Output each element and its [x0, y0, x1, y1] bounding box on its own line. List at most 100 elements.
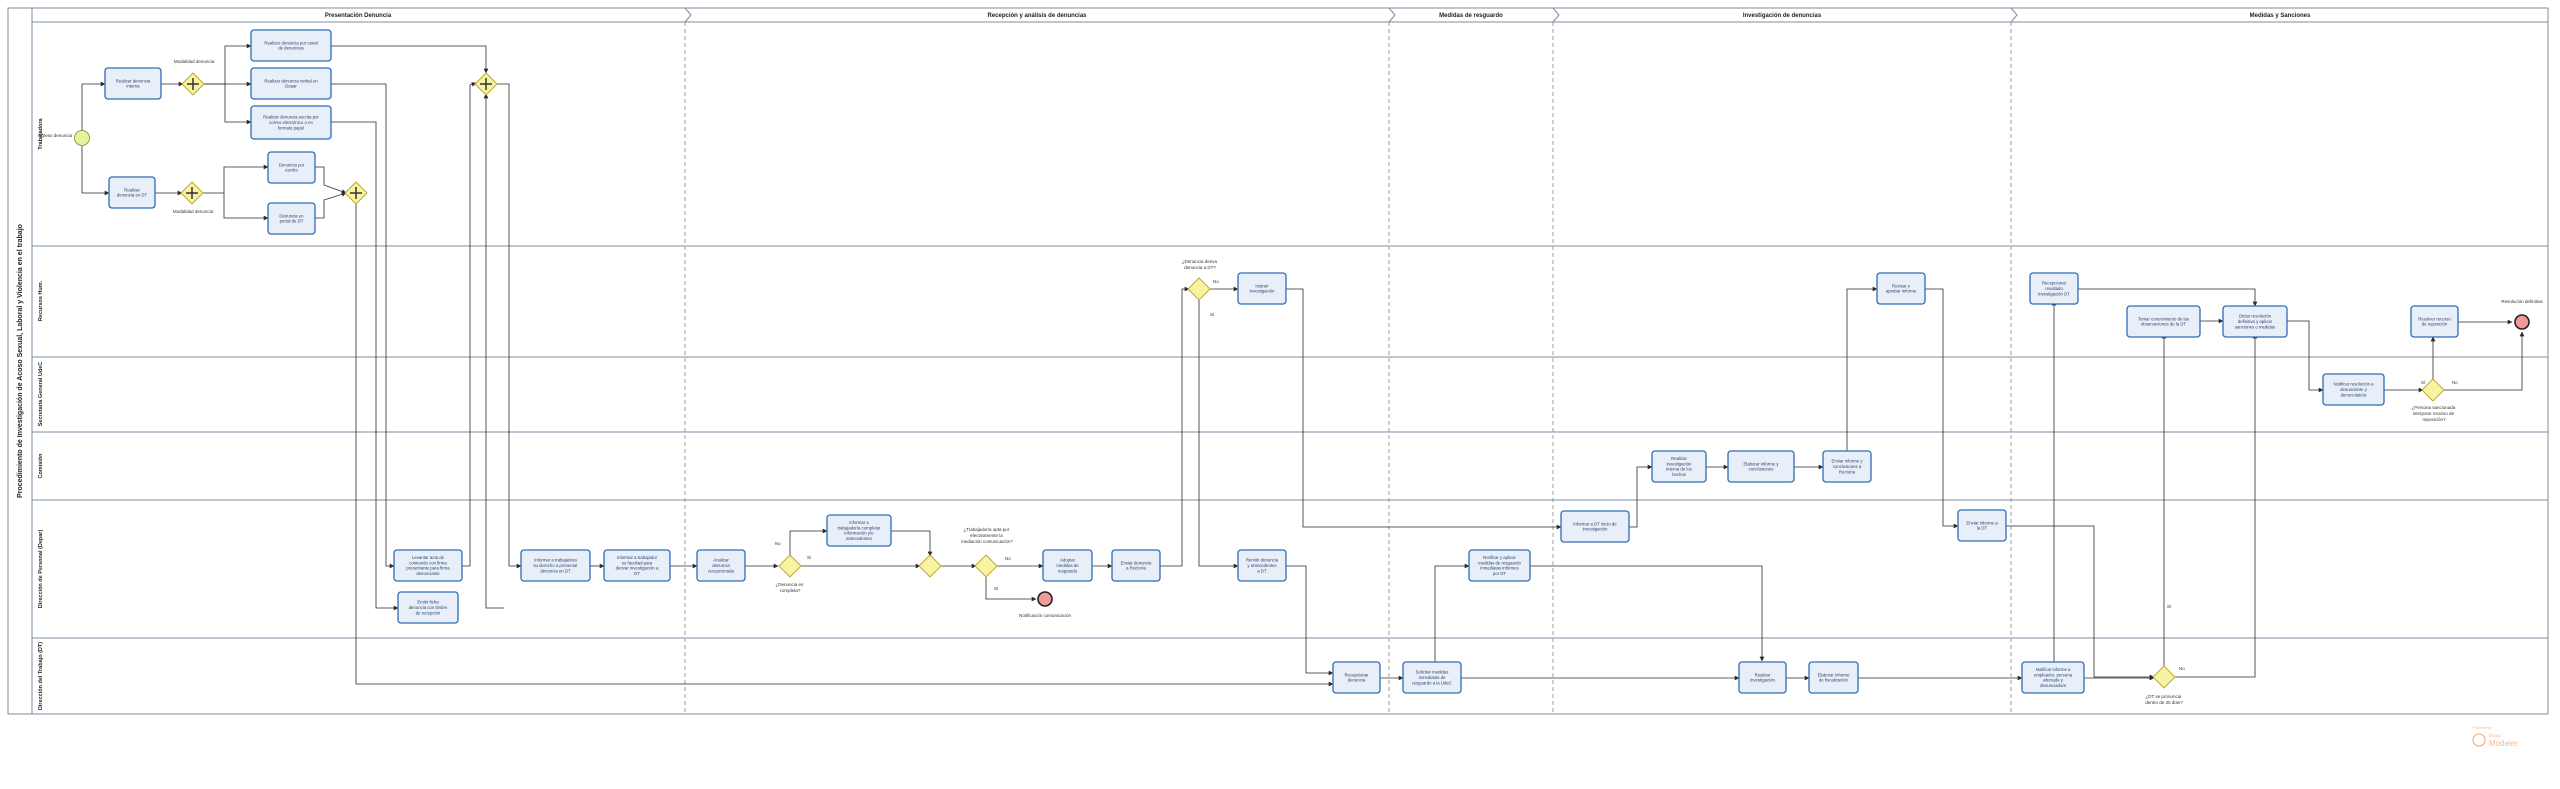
gateway-dt-30-dias[interactable] — [2152, 665, 2176, 689]
task-box[interactable] — [104, 67, 162, 100]
task-box[interactable] — [1237, 272, 1287, 305]
task-box[interactable] — [2029, 272, 2079, 305]
lane-label-dt: Dirección del Trabajo (DT) — [38, 642, 44, 710]
task-box[interactable] — [2322, 373, 2385, 406]
task-box[interactable] — [826, 514, 892, 547]
phase-label-medidas-resguardo: Medidas de resguardo — [1439, 13, 1503, 19]
end-event-notificacion[interactable] — [1037, 591, 1053, 607]
task-box[interactable] — [1560, 510, 1630, 543]
task-box[interactable] — [250, 67, 332, 100]
task-box[interactable] — [1468, 549, 1531, 582]
task-box[interactable] — [267, 202, 316, 235]
gateway-mediacion-label: ¿Trabajador/a opta por efectivamente la … — [961, 527, 1013, 544]
task-box[interactable] — [1237, 549, 1287, 582]
task-box[interactable] — [2126, 305, 2201, 338]
task-box[interactable] — [250, 29, 332, 62]
gateway-modalidad-dt-label: Modalidad denuncia — [173, 209, 214, 214]
task-box[interactable] — [250, 105, 332, 140]
watermark-powered: Powered by — [2473, 726, 2492, 730]
task-box[interactable] — [520, 549, 591, 582]
task-box[interactable] — [2410, 305, 2459, 338]
task-box[interactable] — [267, 151, 316, 184]
task-box[interactable] — [2222, 305, 2288, 338]
gateway-union-completa[interactable] — [918, 554, 942, 578]
task-box[interactable] — [108, 176, 156, 209]
task-box[interactable] — [1876, 272, 1926, 305]
task-box[interactable] — [1808, 661, 1859, 694]
gateway-denuncia-completa[interactable] — [778, 554, 802, 578]
task-box[interactable] — [1402, 661, 1462, 694]
bizagi-watermark: Powered by bizagi Modeler — [2472, 726, 2518, 748]
end-event-notificacion-label: Notificación comunicación — [1019, 613, 1072, 618]
task-box[interactable] — [1738, 661, 1787, 694]
task-box[interactable] — [1727, 450, 1795, 483]
start-event[interactable] — [74, 130, 90, 146]
task-box[interactable] — [393, 549, 463, 582]
task-box[interactable] — [696, 549, 746, 582]
gateway-deriva-dt-label: ¿Denuncia deriva denuncia a DT? — [1182, 259, 1219, 270]
task-box[interactable] — [1822, 450, 1872, 483]
task-box[interactable] — [1651, 450, 1707, 483]
gateway-deriva-dt[interactable] — [1187, 277, 1211, 301]
pool-title: Procedimiento de Investigación de Acoso … — [17, 224, 24, 498]
gateway-union-dt[interactable] — [344, 181, 368, 205]
gateway-recurso-reposicion[interactable] — [2421, 378, 2445, 402]
task-box[interactable] — [1332, 661, 1381, 694]
task-box[interactable] — [1957, 509, 2007, 542]
task-box[interactable] — [603, 549, 671, 582]
end-event-resolucion[interactable] — [2514, 314, 2530, 330]
task-box[interactable] — [2021, 661, 2085, 694]
task-box[interactable] — [397, 591, 459, 624]
task-box[interactable] — [1042, 549, 1093, 582]
gateway-modalidad-interna[interactable] — [181, 72, 205, 96]
task-box[interactable] — [1111, 549, 1161, 582]
gateway-modalidad-dt[interactable] — [180, 181, 204, 205]
gateway-union-trabajadora[interactable] — [474, 72, 498, 96]
gateway-mediacion[interactable] — [974, 554, 998, 578]
